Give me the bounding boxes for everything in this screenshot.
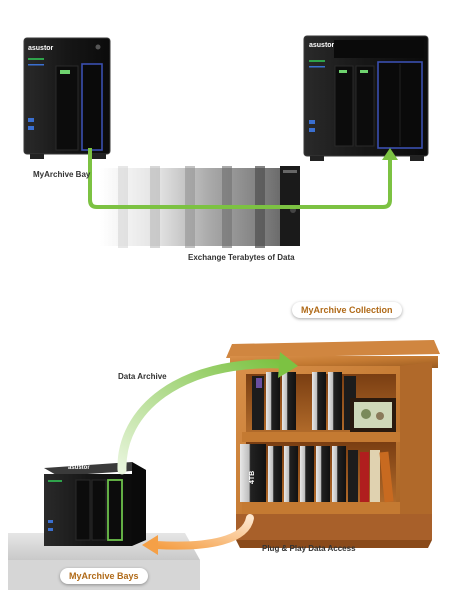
nas-device-right: asustor xyxy=(303,35,429,161)
nas-right-brand: asustor xyxy=(309,42,335,49)
myarchive-collection-label: MyArchive Collection xyxy=(292,302,402,318)
svg-text:asustor: asustor xyxy=(68,465,90,471)
archive-bay-highlight-bottom xyxy=(107,479,123,541)
nas-device-bottom: asustor xyxy=(44,462,146,546)
disk-capacity-label: 4TB xyxy=(249,471,256,484)
myarchive-bay-label: MyArchive Bay xyxy=(33,170,91,179)
plug-play-label: Plug & Play Data Access xyxy=(262,544,356,553)
data-archive-label: Data Archive xyxy=(118,372,167,381)
nas-device-left: asustor xyxy=(23,37,111,159)
picture-frame-icon xyxy=(350,398,396,432)
data-archive-arrow xyxy=(117,352,298,475)
archive-bay-highlight xyxy=(81,63,103,151)
power-button-icon xyxy=(95,44,101,50)
arrow-up-icon xyxy=(382,148,398,160)
nas-left-brand: asustor xyxy=(28,45,54,52)
plug-play-arrow xyxy=(142,514,254,555)
bookshelf-icon: 4TB xyxy=(226,340,440,548)
myarchive-bays-label: MyArchive Bays xyxy=(60,568,148,584)
exchange-data-label: Exchange Terabytes of Data xyxy=(188,253,295,262)
green-transfer-arrow xyxy=(88,148,392,209)
